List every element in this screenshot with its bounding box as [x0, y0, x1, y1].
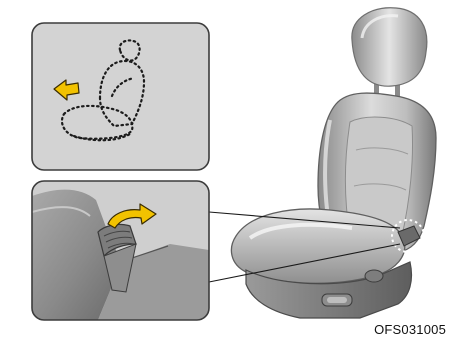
top-inset — [32, 23, 209, 170]
seatback-switch — [365, 270, 383, 282]
headrest — [352, 8, 427, 86]
bottom-inset — [32, 181, 209, 320]
figure-code-label: OFS031005 — [374, 322, 446, 337]
